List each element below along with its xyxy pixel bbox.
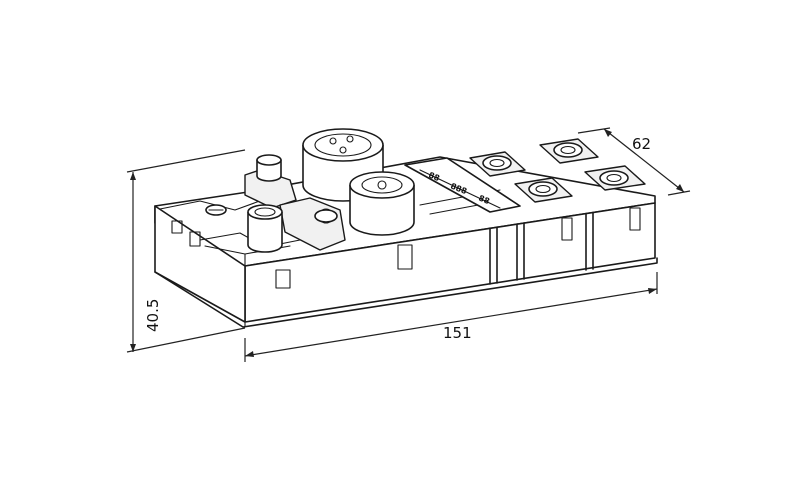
front-segments — [171, 207, 641, 289]
left-slot — [171, 220, 183, 234]
m8-port — [584, 165, 646, 191]
module-base-lip — [154, 257, 658, 328]
dimension-label-length: 151 — [443, 324, 472, 342]
front-slot — [275, 269, 291, 289]
dimension-depth: 62 — [577, 127, 691, 196]
dimension-label-depth: 62 — [632, 135, 651, 153]
port-label: 88 — [477, 194, 491, 207]
left-slot — [189, 231, 201, 247]
m8-port — [539, 138, 599, 164]
front-slot — [397, 244, 413, 270]
large-connector-front — [349, 171, 415, 236]
label-strip: 88 888 88 — [404, 157, 521, 213]
front-slot — [629, 207, 641, 231]
dimension-length: 151 — [244, 272, 658, 362]
m8-port-group — [469, 138, 646, 203]
port-label: 88 — [427, 171, 441, 184]
small-connector-rear — [244, 154, 297, 209]
m8-port — [469, 151, 526, 177]
screw-heads — [205, 204, 338, 223]
dimension-height: 40.5 — [126, 149, 246, 353]
m8-port — [514, 177, 573, 203]
front-slot — [561, 217, 573, 241]
dimension-label-height: 40.5 — [144, 299, 162, 332]
